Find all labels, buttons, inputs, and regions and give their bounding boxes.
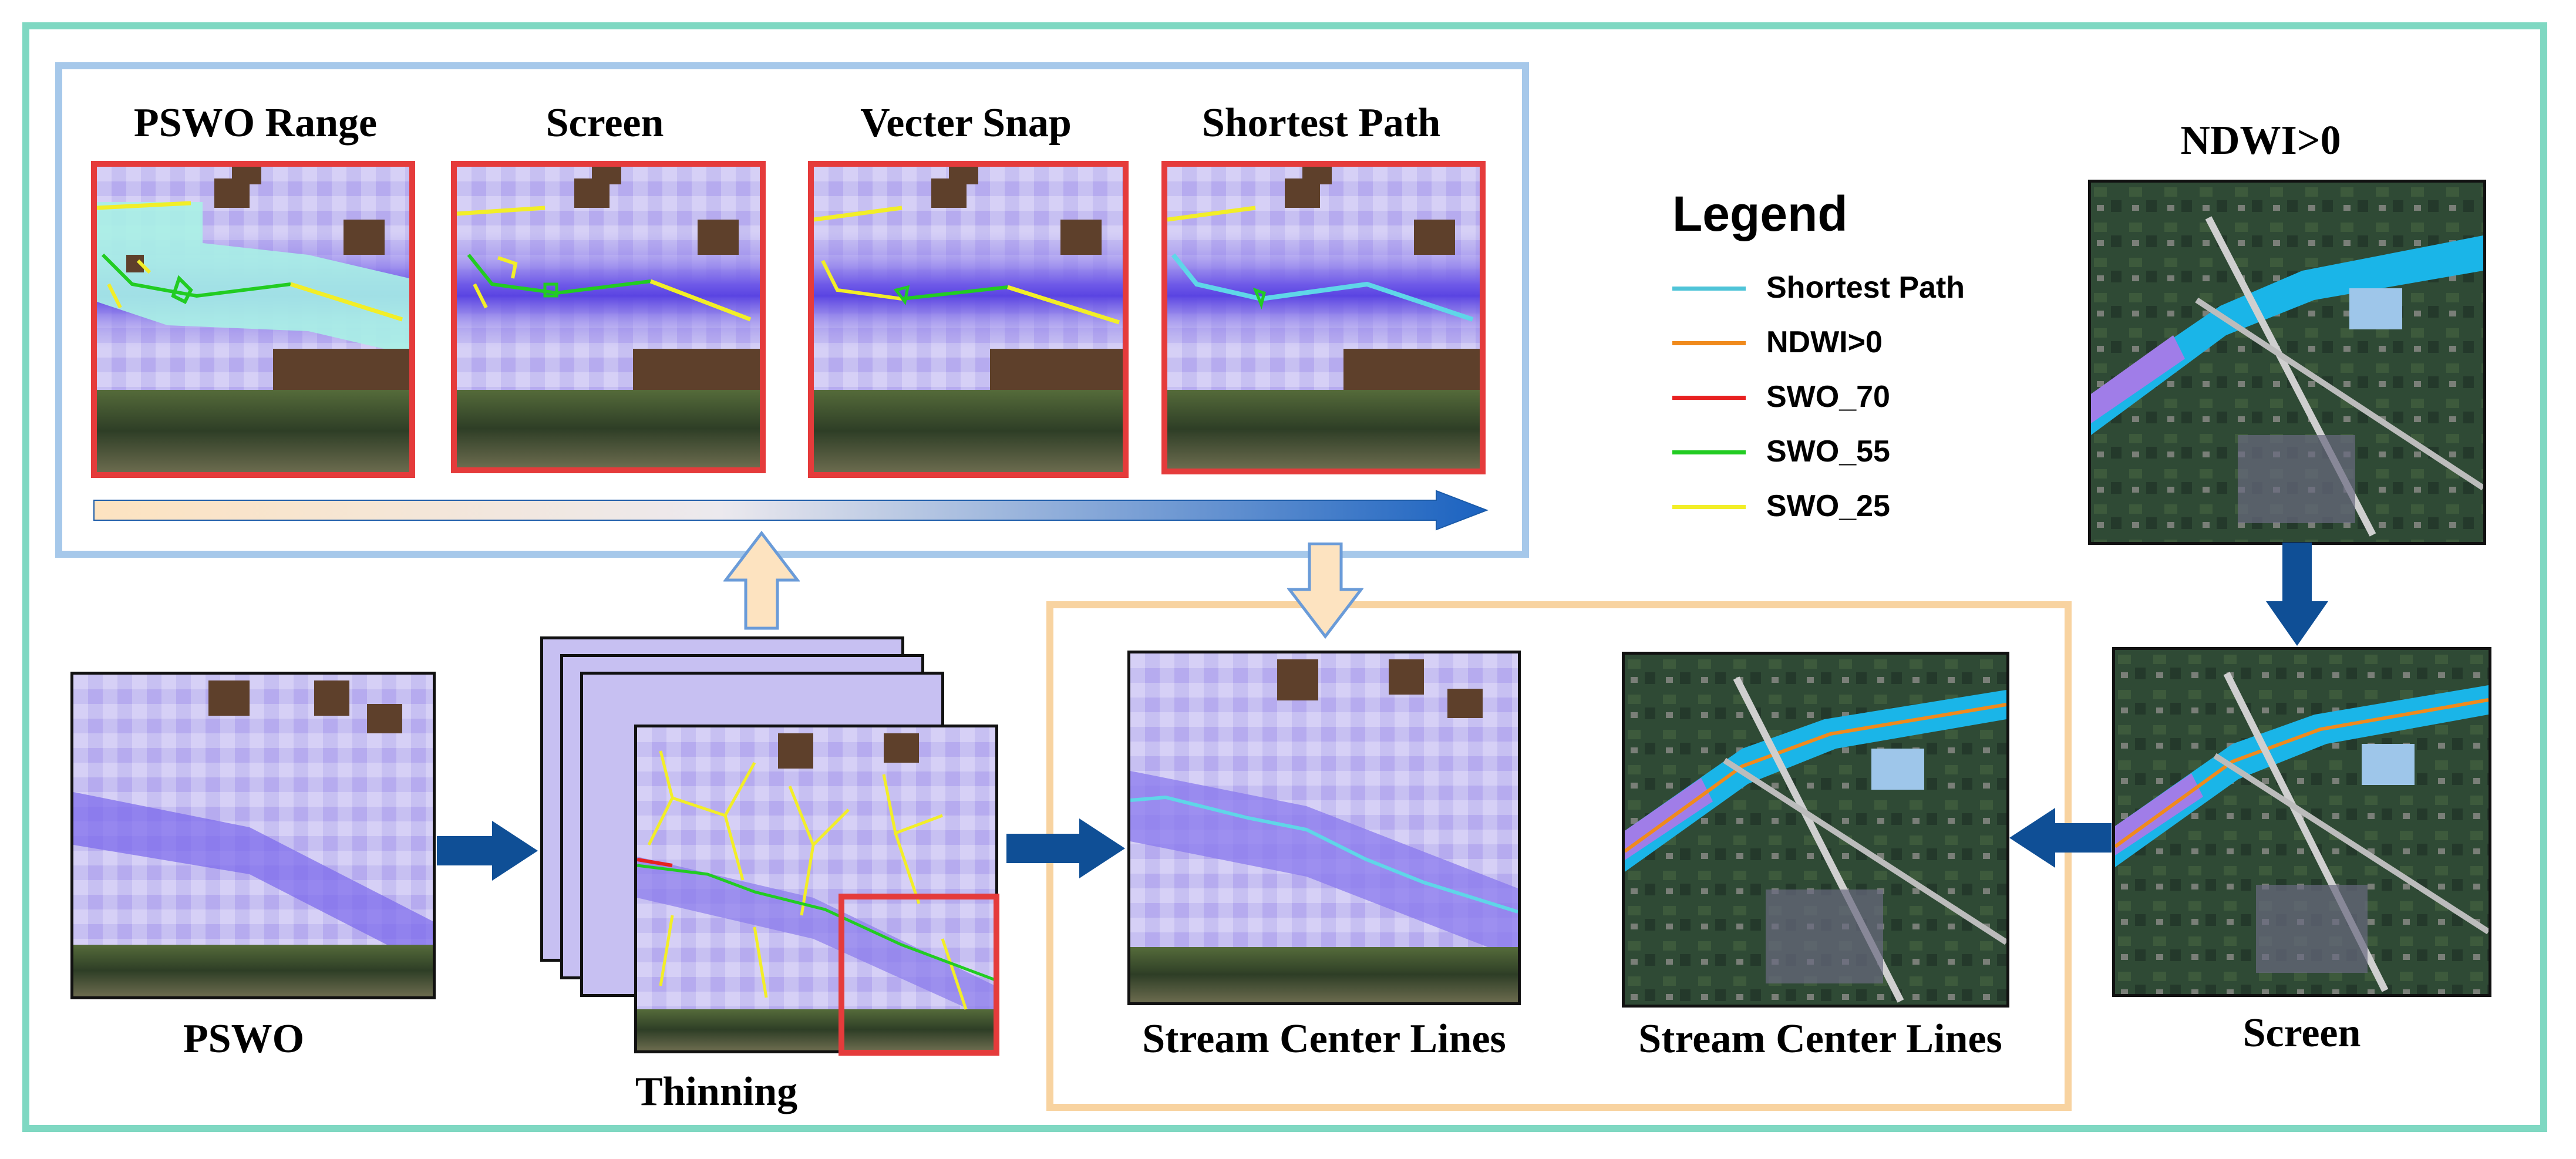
- arrow-left-screen: [2009, 808, 2112, 868]
- legend-item-shortest-path: Shortest Path: [1672, 264, 2025, 319]
- arrow-right-thinning: [1006, 818, 1125, 878]
- image-stream-a: [1127, 651, 1521, 1005]
- caption-stream-a: Stream Center Lines: [1142, 1016, 1506, 1062]
- thinning-layer-top: [634, 725, 998, 1053]
- legend-item-swo25: SWO_25: [1672, 483, 2025, 537]
- legend-label-swo70: SWO_70: [1766, 380, 1890, 414]
- legend-title: Legend: [1672, 186, 1848, 241]
- legend-item-swo55: SWO_55: [1672, 428, 2025, 483]
- image-screen-right: [2112, 647, 2491, 997]
- legend-swatch-swo55: [1672, 450, 1746, 454]
- caption-stream-b: Stream Center Lines: [1638, 1016, 2002, 1062]
- thinning-highlight-box: [839, 894, 999, 1056]
- caption-ndwi: NDWI>0: [2180, 118, 2341, 163]
- arrow-right-pswo: [437, 821, 538, 881]
- caption-thinning: Thinning: [635, 1069, 798, 1114]
- caption-screen-top: Screen: [545, 100, 664, 146]
- legend-item-swo70: SWO_70: [1672, 373, 2025, 428]
- image-pswo: [70, 672, 436, 999]
- legend-swatch-shortest-path: [1672, 287, 1746, 291]
- caption-vecter-snap: Vecter Snap: [860, 100, 1072, 146]
- legend-label-shortest-path: Shortest Path: [1766, 271, 1965, 305]
- legend-label-swo25: SWO_25: [1766, 489, 1890, 523]
- arrow-down-ndwi: [2266, 543, 2328, 646]
- legend-list: Shortest Path NDWI>0 SWO_70 SWO_55 SWO_2…: [1672, 264, 2025, 537]
- legend-label-swo55: SWO_55: [1766, 434, 1890, 469]
- legend-swatch-swo70: [1672, 396, 1746, 400]
- caption-shortest-path: Shortest Path: [1201, 100, 1441, 146]
- panel-pswo-range: [91, 161, 415, 478]
- image-ndwi: [2088, 180, 2486, 545]
- arrow-down-result: [1287, 543, 1363, 639]
- legend-swatch-ndwi: [1672, 341, 1746, 345]
- image-stream-b: [1622, 652, 2009, 1008]
- legend-label-ndwi: NDWI>0: [1766, 325, 1883, 359]
- legend-swatch-swo25: [1672, 505, 1746, 509]
- caption-pswo: PSWO: [183, 1016, 305, 1062]
- arrow-up-thinning: [723, 531, 800, 630]
- legend-item-ndwi: NDWI>0: [1672, 319, 2025, 373]
- process-frame: [55, 62, 1529, 558]
- caption-pswo-range: PSWO Range: [133, 100, 378, 146]
- outer-frame: [22, 22, 2547, 1132]
- panel-vecter-snap: [808, 161, 1129, 478]
- caption-screen-right: Screen: [2242, 1010, 2361, 1056]
- panel-shortest-path: [1161, 161, 1486, 474]
- flow-arrow: [93, 490, 1489, 531]
- panel-screen-top: [451, 161, 766, 473]
